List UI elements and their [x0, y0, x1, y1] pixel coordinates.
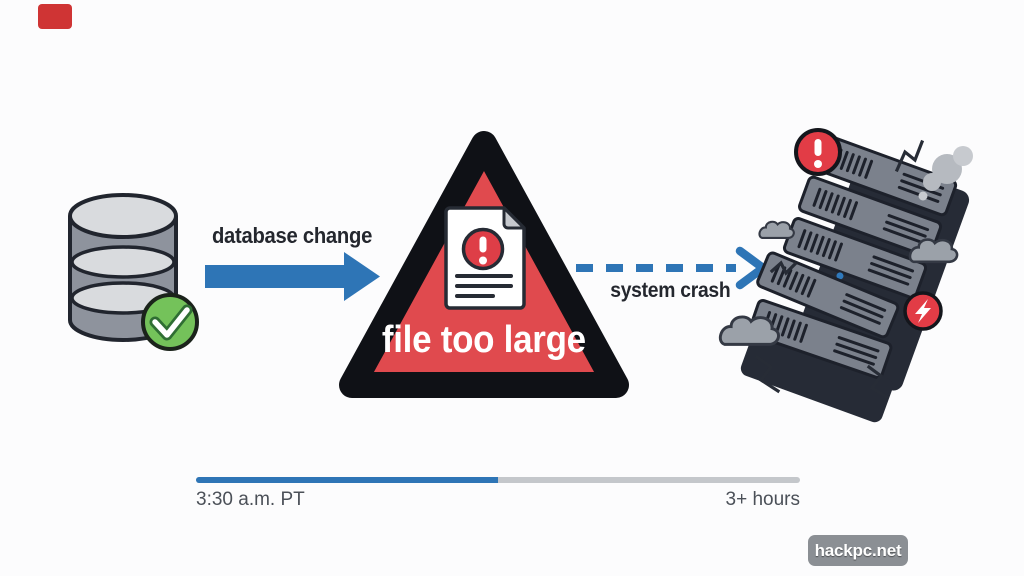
server-unit: [756, 251, 900, 339]
timeline-bar: [196, 477, 800, 483]
warning-triangle-icon: [339, 131, 629, 398]
database-change-label: database change: [211, 223, 373, 248]
crashed-server-rack-icon: [718, 128, 973, 423]
alert-badge-icon: [794, 128, 842, 176]
file-too-large-label: file too large: [381, 319, 586, 361]
corner-red-badge: [38, 4, 72, 29]
power-fault-badge-icon: [903, 291, 943, 331]
server-unit: [782, 217, 928, 299]
watermark-text: hackpc.net: [814, 540, 902, 560]
timeline-end-label: 3+ hours: [725, 489, 800, 510]
timeline-progress: [196, 477, 498, 483]
timeline-start-label: 3:30 a.m. PT: [196, 489, 305, 510]
cloud-icon: [758, 220, 795, 240]
arrow-right-icon: [205, 252, 380, 301]
check-badge-icon: [141, 293, 199, 351]
crack-icon: [866, 364, 890, 400]
crack-icon: [769, 260, 798, 276]
smoke-icon: [918, 146, 973, 201]
error-document-icon: [444, 206, 526, 310]
watermark-badge: hackpc.net: [808, 535, 908, 566]
crack-icon: [754, 354, 781, 394]
server-unit: [798, 175, 943, 258]
crack-icon: [894, 139, 925, 173]
cloud-icon: [718, 315, 780, 346]
system-crash-label: system crash: [609, 279, 731, 302]
database-icon: [68, 193, 199, 351]
server-led: [836, 272, 844, 280]
